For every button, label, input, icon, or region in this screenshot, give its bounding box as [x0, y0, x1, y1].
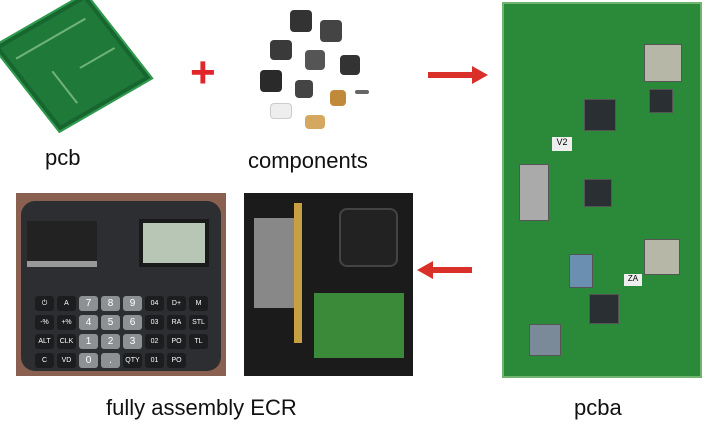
- ecr-key: PO: [167, 334, 186, 349]
- ecr-key: 2: [101, 334, 120, 349]
- pcba-image: V2 ZA: [502, 2, 702, 378]
- ecr-key: 03: [145, 315, 164, 330]
- ecr-key: 6: [123, 315, 142, 330]
- ecr-key: ALT: [35, 334, 54, 349]
- pcb-label: pcb: [45, 145, 81, 170]
- ecr-key: ⏻: [35, 296, 54, 311]
- arrow-right-icon: [428, 72, 474, 78]
- board-mark: V2: [552, 137, 572, 151]
- components-image: [245, 5, 395, 140]
- ecr-key: RA: [167, 315, 186, 330]
- pcb-image: [0, 0, 154, 134]
- arrow-left-icon: [432, 267, 472, 273]
- ecr-key: 4: [79, 315, 98, 330]
- ecr-open-photo: [244, 193, 413, 376]
- components-label: components: [248, 148, 368, 173]
- ecr-key: 04: [145, 296, 164, 311]
- ecr-key: .: [101, 353, 120, 368]
- board-mark: ZA: [624, 274, 642, 286]
- ecr-key: CLK: [57, 334, 76, 349]
- ecr-key: 5: [101, 315, 120, 330]
- ecr-key: D+: [167, 296, 186, 311]
- pcba-label: pcba: [574, 395, 622, 420]
- plus-icon: +: [190, 48, 216, 97]
- ecr-key: 9: [123, 296, 142, 311]
- ecr-key: -%: [35, 315, 54, 330]
- ecr-key: 01: [145, 353, 164, 368]
- arrow-right-head-icon: [472, 66, 488, 84]
- ecr-key: M: [189, 296, 208, 311]
- ecr-key: PO: [167, 353, 186, 368]
- ecr-key: TL: [189, 334, 208, 349]
- arrow-left-head-icon: [417, 261, 433, 279]
- ecr-key: 02: [145, 334, 164, 349]
- ecr-key: QTY: [123, 353, 142, 368]
- ecr-key: 7: [79, 296, 98, 311]
- ecr-label: fully assembly ECR: [106, 395, 297, 420]
- ecr-key: C: [35, 353, 54, 368]
- ecr-key: 1: [79, 334, 98, 349]
- ecr-key: 0: [79, 353, 98, 368]
- ecr-key: VD: [57, 353, 76, 368]
- ecr-key: 3: [123, 334, 142, 349]
- ecr-key: +%: [57, 315, 76, 330]
- ecr-key: STL: [189, 315, 208, 330]
- ecr-key: A: [57, 296, 76, 311]
- ecr-key: 8: [101, 296, 120, 311]
